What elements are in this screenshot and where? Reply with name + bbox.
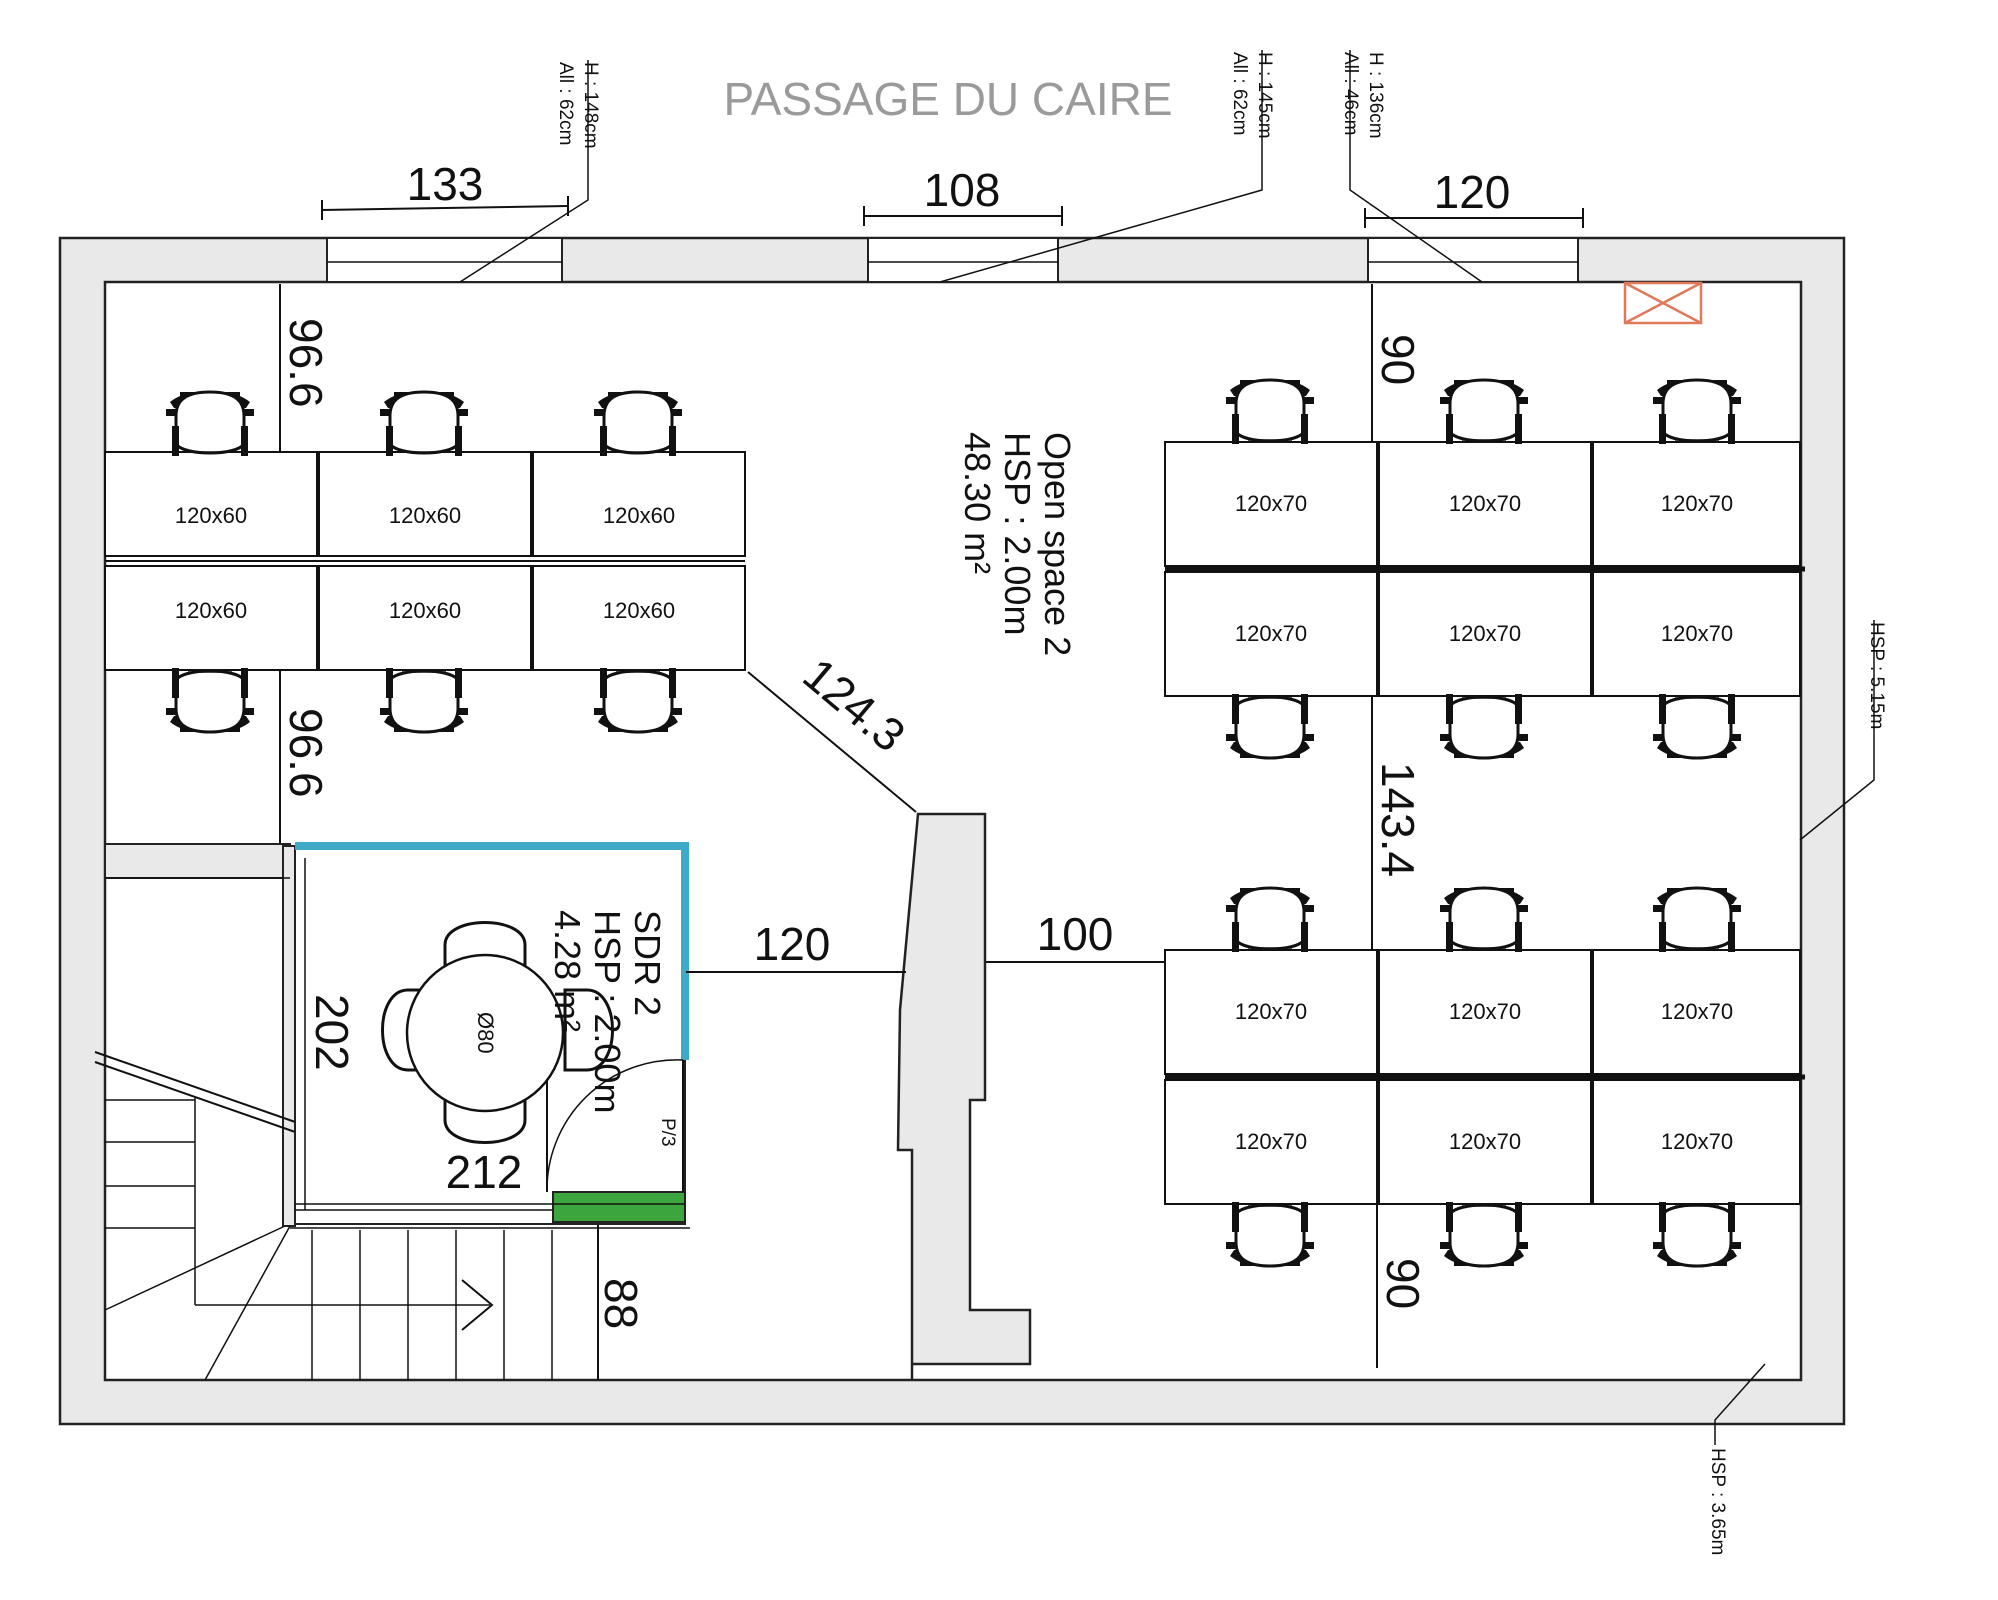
dim-right-top: 90 <box>1372 334 1424 385</box>
desk-label: 120x60 <box>603 598 675 623</box>
meeting-room-height: HSP : 2.00m <box>587 910 628 1113</box>
ceiling-height-bottom: HSP : 3.65m <box>1707 1448 1728 1555</box>
office-chair-icon <box>164 390 256 458</box>
window-left-width: 133 <box>407 158 484 210</box>
window-right-height: H : 136cm <box>1365 52 1386 139</box>
door-label: P/3 <box>657 1118 678 1147</box>
office-chair-icon <box>1651 1200 1743 1268</box>
desk-label: 120x70 <box>1449 491 1521 516</box>
office-chair-icon <box>1438 1200 1530 1268</box>
desk-label: 120x70 <box>1661 491 1733 516</box>
desk-label: 120x60 <box>389 598 461 623</box>
dim-meeting-to-column: 120 <box>754 918 831 970</box>
desk-label: 120x60 <box>175 503 247 528</box>
dim-meeting-height: 202 <box>306 994 358 1071</box>
office-chair-icon <box>1438 886 1530 954</box>
meeting-room-label: SDR 2 HSP : 2.00m 4.28 m² <box>547 910 668 1113</box>
desk-label: 120x60 <box>175 598 247 623</box>
meeting-room-name: SDR 2 <box>627 910 668 1016</box>
meeting-table <box>381 921 614 1144</box>
dim-stair-gap: 88 <box>595 1278 647 1329</box>
desk-label: 120x70 <box>1661 1129 1733 1154</box>
desk-label: 120x70 <box>1449 621 1521 646</box>
office-chair-icon <box>1651 378 1743 446</box>
table-label: Ø80 <box>473 1012 498 1054</box>
window-left <box>326 237 563 283</box>
desk-label: 120x60 <box>603 503 675 528</box>
office-chair-icon <box>592 390 684 458</box>
street-name: PASSAGE DU CAIRE <box>723 73 1172 125</box>
window-right-sill: All : 46cm <box>1340 52 1361 135</box>
office-chair-icon <box>592 666 684 734</box>
dim-left-top: 96.6 <box>280 318 332 408</box>
desk-label: 120x70 <box>1235 999 1307 1024</box>
office-chair-icon <box>1224 692 1316 760</box>
dim-meeting-width: 212 <box>446 1146 523 1198</box>
desk-label: 120x70 <box>1449 999 1521 1024</box>
desk-block-right-top: 120x70 120x70 120x70 120x70 120x70 120x7… <box>1164 441 1805 697</box>
office-chair-icon <box>1438 692 1530 760</box>
open-space-area: 48.30 m² <box>957 432 998 574</box>
stairwell <box>94 843 690 1381</box>
dim-left-bottom: 96.6 <box>280 708 332 798</box>
office-chair-icon <box>1224 378 1316 446</box>
desk-label: 120x70 <box>1235 1129 1307 1154</box>
open-space-height: HSP : 2.00m <box>997 432 1038 635</box>
window-middle-sill: All : 62cm <box>1229 52 1250 135</box>
structural-column <box>896 812 1032 1380</box>
desk-label: 120x70 <box>1235 621 1307 646</box>
dim-right-bottom: 90 <box>1377 1258 1429 1309</box>
ventilation-marker <box>1623 281 1703 325</box>
office-chair-icon <box>164 666 256 734</box>
window-middle-width: 108 <box>924 164 1001 216</box>
desk-label: 120x60 <box>389 503 461 528</box>
desk-label: 120x70 <box>1661 621 1733 646</box>
window-left-sill: All : 62cm <box>555 62 576 145</box>
office-chair-icon <box>1438 378 1530 446</box>
office-chair-icon <box>378 666 470 734</box>
dim-right-middle: 143.4 <box>1372 762 1424 877</box>
office-chair-icon <box>1224 886 1316 954</box>
desk-label: 120x70 <box>1449 1129 1521 1154</box>
open-space-name: Open space 2 <box>1037 432 1078 656</box>
office-chair-icon <box>1651 886 1743 954</box>
desk-block-right-bottom: 120x70 120x70 120x70 120x70 120x70 120x7… <box>1164 949 1805 1205</box>
dim-column-to-desks: 100 <box>1037 908 1114 960</box>
window-middle-height: H : 145cm <box>1254 52 1275 139</box>
desk-block-left: 120x60 120x60 120x60 120x60 120x60 120x6… <box>104 451 746 671</box>
desk-label: 120x70 <box>1235 491 1307 516</box>
office-chair-icon <box>378 390 470 458</box>
meeting-room-area: 4.28 m² <box>547 910 588 1032</box>
window-right <box>1367 237 1579 283</box>
office-chair-icon <box>1651 692 1743 760</box>
window-right-width: 120 <box>1434 166 1511 218</box>
desk-label: 120x70 <box>1661 999 1733 1024</box>
open-space-label: Open space 2 HSP : 2.00m 48.30 m² <box>957 432 1078 656</box>
office-chair-icon <box>1224 1200 1316 1268</box>
window-left-height: H : 148cm <box>580 62 601 149</box>
ceiling-height-right: HSP : 5.15m <box>1866 622 1887 729</box>
